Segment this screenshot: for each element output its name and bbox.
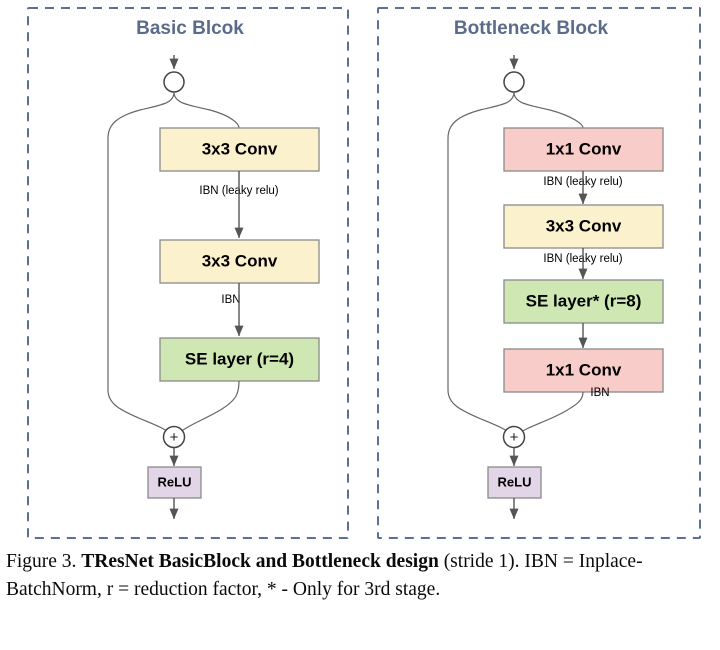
- bottleneck-node-3-box[interactable]: [503, 348, 664, 393]
- panel-bottleneck-block-title: Bottleneck Block: [454, 18, 609, 39]
- basic-node-2-label: SE layer (r=4): [185, 349, 294, 368]
- bottleneck-add-symbol: +: [510, 429, 519, 446]
- bottleneck-node-2-label: SE layer* (r=8): [526, 291, 642, 310]
- panel-basic-block-frame: [27, 7, 349, 539]
- block-diagram: Basic Blcok 3x3 Conv IBN (leaky relu) 3x…: [27, 7, 701, 539]
- basic-node-0-box[interactable]: [159, 127, 320, 172]
- bottleneck-node-2-box[interactable]: [503, 279, 664, 324]
- basic-add-node: [162, 425, 186, 449]
- basic-node-2-box[interactable]: [159, 337, 320, 382]
- basic-split-node: [163, 71, 185, 93]
- basic-main-branch-exit: [175, 380, 240, 437]
- bottleneck-node-1-label: 3x3 Conv: [546, 216, 622, 235]
- bottleneck-node-4-box[interactable]: [487, 466, 542, 499]
- panel-bottleneck-block: Bottleneck Block 1x1 Conv IBN (leaky rel…: [377, 7, 701, 539]
- figure-caption: Figure 3. TResNet BasicBlock and Bottlen…: [6, 548, 716, 603]
- basic-skip-connection: [107, 91, 175, 437]
- bottleneck-add-node: [502, 425, 526, 449]
- bottleneck-split-node: [503, 71, 525, 93]
- bottleneck-node-3-label: 1x1 Conv: [546, 360, 622, 379]
- basic-node-0-label: 3x3 Conv: [202, 139, 278, 158]
- bottleneck-skip-connection: [447, 91, 515, 437]
- panel-basic-block: Basic Blcok 3x3 Conv IBN (leaky relu) 3x…: [27, 7, 349, 539]
- basic-node-1-label: 3x3 Conv: [202, 251, 278, 270]
- panel-basic-block-title: Basic Blcok: [136, 18, 244, 39]
- bottleneck-edge-label-2: IBN: [590, 387, 609, 399]
- bottleneck-node-0-box[interactable]: [503, 127, 664, 172]
- bottleneck-node-4-label: ReLU: [498, 474, 532, 489]
- caption-bold: TResNet BasicBlock and Bottleneck design: [81, 551, 439, 572]
- basic-edge-label-1: IBN: [221, 294, 240, 306]
- basic-node-3-box[interactable]: [147, 466, 202, 499]
- basic-add-symbol: +: [170, 429, 179, 446]
- bottleneck-main-branch-entry: [513, 91, 584, 129]
- bottleneck-node-0-label: 1x1 Conv: [546, 139, 622, 158]
- caption-rest: (stride 1). IBN = Inplace-BatchNorm, r =…: [6, 551, 643, 600]
- caption-prefix: Figure 3.: [6, 551, 82, 572]
- panel-bottleneck-block-frame: [377, 7, 701, 539]
- basic-node-3-label: ReLU: [158, 474, 192, 489]
- bottleneck-node-1-box[interactable]: [503, 204, 664, 249]
- bottleneck-main-branch-exit: [515, 391, 584, 437]
- basic-main-branch-entry: [173, 91, 240, 129]
